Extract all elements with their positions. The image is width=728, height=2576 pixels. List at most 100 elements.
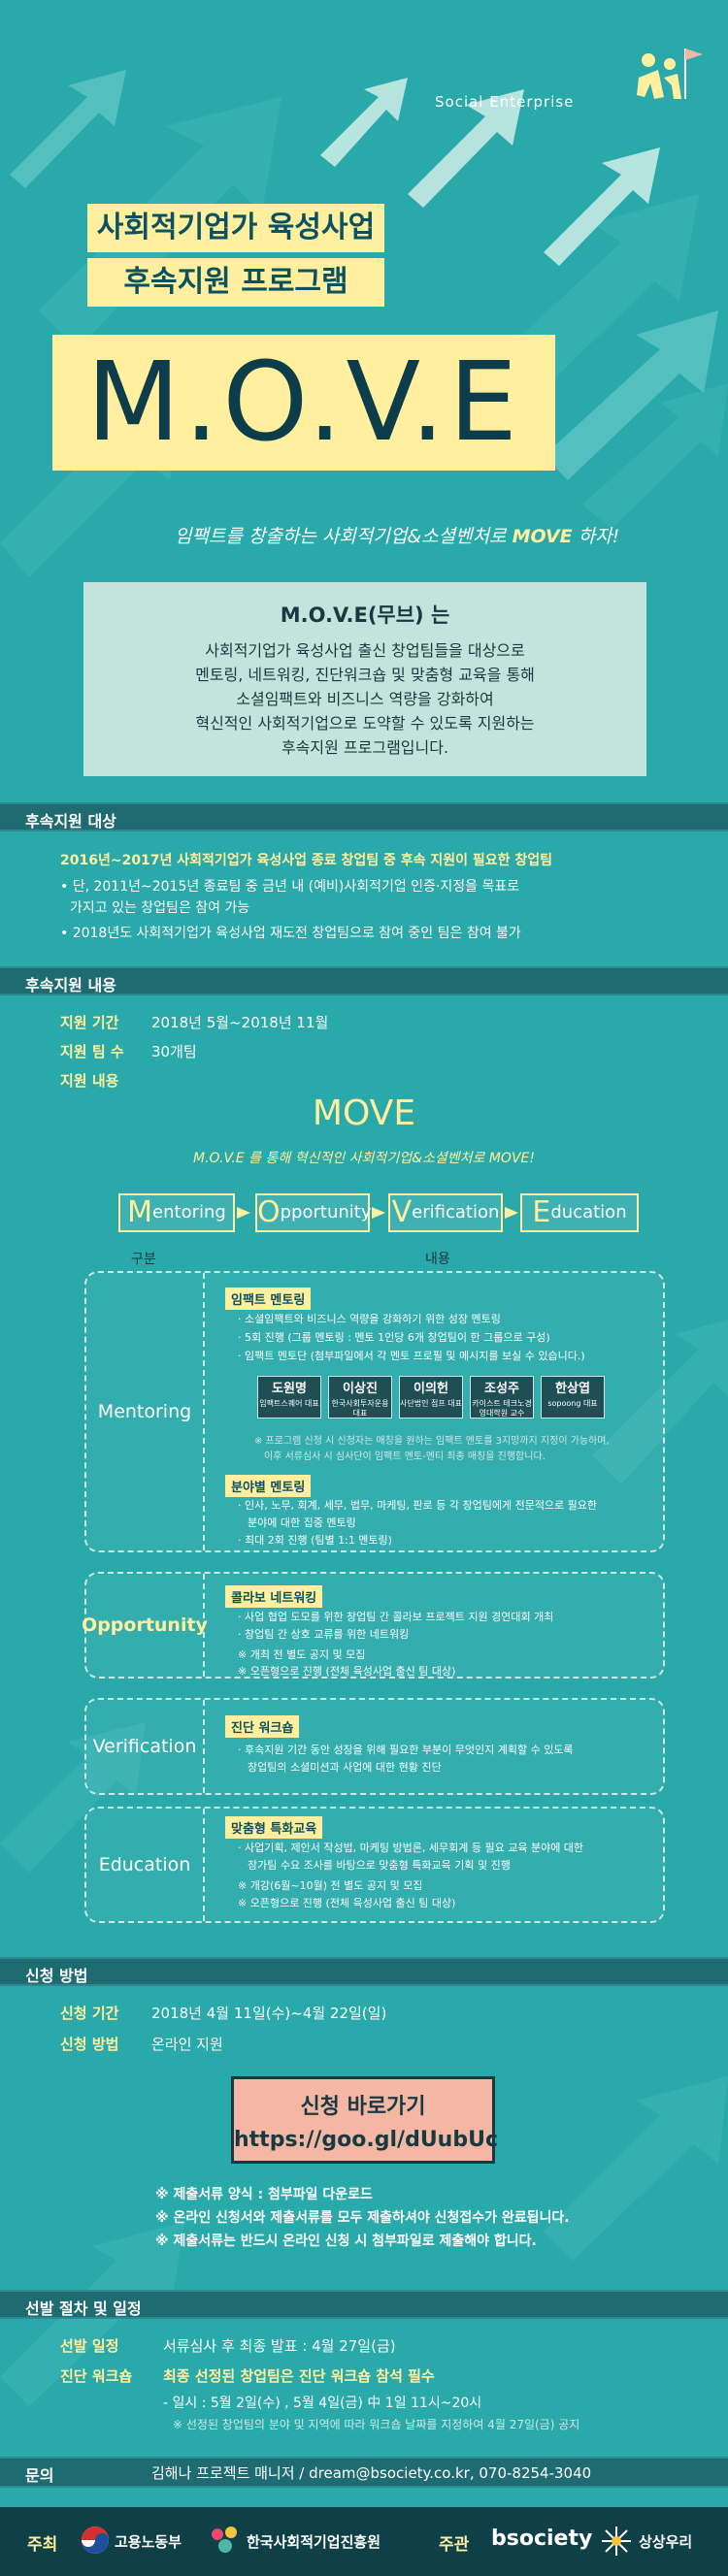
target-bullet-1: • 단, 2011년~2015년 종료팀 중 금년 내 (예비)사회적기업 인증… xyxy=(60,879,520,895)
section-title: 신청 방법 xyxy=(25,1967,88,1985)
box-rest: ducation xyxy=(550,1202,627,1223)
apply-note: ※ 제출서류 양식 : 첨부파일 다운로드 xyxy=(155,2187,373,2202)
org-moel: 고용노동부 xyxy=(115,2533,182,2551)
intro-title: M.O.V.E(무브) 는 xyxy=(280,603,450,627)
verification-line: 창업팀의 소셜미션과 사업에 대한 현황 진단 xyxy=(248,1761,442,1774)
tag-impact-mentoring: 임팩트 멘토링 xyxy=(225,1288,312,1310)
inquiry-value: 김해나 프로젝트 매니저 / dream@bsociety.co.kr, 070… xyxy=(151,2464,592,2482)
panel-label: Mentoring xyxy=(86,1273,205,1550)
tag-diagnosis-workshop: 진단 워크숍 xyxy=(225,1715,300,1738)
box-verification: Verification xyxy=(388,1193,503,1232)
box-initial: V xyxy=(391,1195,413,1229)
mentor-desc: 임팩트스퀘어 대표 xyxy=(259,1399,319,1408)
box-connector-arrows xyxy=(237,1207,518,1219)
kosea-logo-icon xyxy=(212,2527,237,2553)
box-education: Education xyxy=(520,1193,639,1232)
host-label: 주최 xyxy=(27,2535,58,2555)
org-sangsangwoori: 상상우리 xyxy=(639,2533,693,2551)
tag-custom-education: 맞춤형 특화교육 xyxy=(225,1816,323,1839)
panel-opportunity: Opportunity xyxy=(82,1572,665,1679)
field-line: · 최대 2회 진행 (팀별 1:1 멘토링) xyxy=(238,1534,392,1547)
intro-line: 혁신적인 사회적기업으로 도약할 수 있도록 지원하는 xyxy=(195,714,535,733)
target-highlight: 2016년~2017년 사회적기업가 육성사업 종료 창업팀 중 후속 지원이 … xyxy=(60,853,553,868)
impact-note: ※ 프로그램 신청 시 신청자는 매칭을 원하는 임팩트 멘토를 3지망까지 지… xyxy=(254,1436,610,1447)
apply-period-value: 2018년 4월 11일(수)~4월 22일(일) xyxy=(151,2005,387,2022)
footer: 주최 고용노동부 한국사회적기업진흥원 주관 bsociety 상상우리 xyxy=(0,2507,728,2576)
intro-line: 멘토링, 네트워킹, 진단워크숍 및 맞춤형 교육을 통해 xyxy=(195,666,535,684)
mentor-desc: 카이스트 테크노경영대학원 교수 xyxy=(472,1399,532,1418)
section-title: 후속지원 대상 xyxy=(25,812,116,831)
move-diagram-subtitle: M.O.V.E 를 통해 혁신적인 사회적기업&소셜벤처로 MOVE! xyxy=(193,1151,535,1166)
col-category: 구분 xyxy=(131,1252,156,1267)
program-name: M.O.V.E xyxy=(86,340,521,466)
target-bullet-2: • 2018년도 사회적기업가 육성사업 재도전 창업팀으로 참여 중인 팀은 … xyxy=(60,926,521,941)
box-initial: M xyxy=(127,1195,153,1229)
apply-method-label: 신청 방법 xyxy=(60,2036,119,2053)
opportunity-line: · 창업팀 간 상호 교류를 위한 네트워킹 xyxy=(238,1628,410,1641)
section-header-apply: 신청 방법 xyxy=(0,1957,728,1986)
slogan-suffix: 하자! xyxy=(572,526,620,547)
col-content: 내용 xyxy=(425,1252,450,1267)
intro-line: 사회적기업가 육성사업 출신 창업팀들을 대상으로 xyxy=(205,641,525,660)
workshop-label: 진단 워크숍 xyxy=(60,2367,133,2385)
moel-logo-icon xyxy=(82,2527,109,2554)
details-label: 지원 내용 xyxy=(60,1072,119,1090)
workshop-note: ※ 선정된 창업팀의 분야 및 지역에 따라 워크숍 날짜를 지정하여 4월 2… xyxy=(173,2418,580,2431)
title-line-2: 후속지원 프로그램 xyxy=(87,258,384,307)
mentor-name: 이의헌 xyxy=(414,1382,448,1396)
opportunity-line: · 사업 협업 도모를 위한 창업팀 간 콜라보 프로젝트 지원 경연대회 개최 xyxy=(238,1611,554,1623)
panel-label: Education xyxy=(86,1809,205,1921)
org-kosea: 한국사회적기업진흥원 xyxy=(247,2533,381,2551)
teams-label: 지원 팀 수 xyxy=(60,1043,124,1060)
verification-line: · 후속지원 기간 동안 성장을 위해 필요한 부분이 무엇인지 계획할 수 있… xyxy=(238,1744,574,1756)
education-line: · 사업기획, 제안서 작성법, 마케팅 방법론, 세무회계 등 필요 교육 분… xyxy=(238,1842,584,1854)
box-mentoring: Mentoring xyxy=(118,1193,235,1232)
section-title: 후속지원 내용 xyxy=(25,976,116,995)
impact-line: · 소셜임팩트와 비즈니스 역량을 강화하기 위한 성장 멘토링 xyxy=(238,1313,501,1325)
tag-collab-networking: 콜라보 네트워킹 xyxy=(225,1585,323,1608)
mentor-name: 도원명 xyxy=(272,1382,307,1396)
move-banner xyxy=(52,335,555,471)
period-value: 2018년 5월~2018년 11월 xyxy=(151,1014,329,1031)
mentor-name: 한상엽 xyxy=(555,1382,590,1396)
apply-note: ※ 온라인 신청서와 제출서류를 모두 제출하셔야 신청접수가 완료됩니다. xyxy=(155,2210,570,2226)
box-opportunity: Opportunity xyxy=(255,1193,372,1232)
mentor-desc: sopoong 대표 xyxy=(547,1399,598,1408)
education-note: ※ 개강(6월~10월) 전 별도 공지 및 모집 xyxy=(238,1879,423,1892)
apply-button-label: 신청 바로가기 xyxy=(300,2095,426,2119)
mentor-card: 한상엽 sopoong 대표 xyxy=(541,1376,605,1418)
intro-box: M.O.V.E(무브) 는 사회적기업가 육성사업 출신 창업팀들을 대상으로 … xyxy=(83,582,646,776)
impact-line: · 임팩트 멘토단 (첨부파일에서 각 멘토 프로필 및 메시지를 보실 수 있… xyxy=(238,1350,585,1362)
schedule-label: 선발 일정 xyxy=(60,2337,119,2355)
org-bsociety: bsociety xyxy=(491,2527,593,2551)
mentor-desc: 사단법인 점프 대표 xyxy=(400,1399,462,1408)
panel-education: Education xyxy=(84,1807,665,1923)
inquiry-label: 문의 xyxy=(25,2466,54,2485)
apply-period-label: 신청 기간 xyxy=(60,2005,119,2022)
impact-line: · 5회 진행 (그룹 멘토링 : 멘토 1인당 6개 창업팀이 한 그룹으로 … xyxy=(238,1331,550,1344)
workshop-value: 최종 선정된 창업팀은 진단 워크숍 참석 필수 xyxy=(163,2367,435,2385)
panel-verification: Verification xyxy=(84,1698,665,1795)
target-bullet-1-cont: 가지고 있는 창업팀은 참여 가능 xyxy=(70,900,250,916)
apply-method-value: 온라인 지원 xyxy=(151,2036,223,2053)
move-diagram-title: MOVE xyxy=(312,1093,416,1133)
section-header-selection: 선발 절차 및 일정 xyxy=(0,2290,728,2319)
education-note: ※ 오픈형으로 진행 (전체 육성사업 출신 팀 대상) xyxy=(238,1897,456,1909)
box-rest: erification xyxy=(412,1202,500,1223)
field-line: · 인사, 노무, 회계, 세무, 법무, 마케팅, 판로 등 각 창업팀에게 … xyxy=(238,1499,598,1512)
apply-button-url: https://goo.gl/dUubUc xyxy=(234,2128,498,2152)
section-inquiry: 문의 xyxy=(0,2457,728,2488)
title-line-1: 사회적기업가 육성사업 xyxy=(87,204,384,252)
box-rest: pportunity xyxy=(280,1202,372,1223)
field-line: 분야에 대한 집중 멘토링 xyxy=(248,1516,356,1529)
intro-line: 후속지원 프로그램입니다. xyxy=(281,738,449,757)
social-enterprise-label: Social Enterprise xyxy=(435,93,575,111)
apply-link-button[interactable]: 신청 바로가기 https://goo.gl/dUubUc xyxy=(231,2076,498,2164)
workshop-dates: - 일시 : 5월 2일(수) , 5월 4일(금) 中 1일 11시~20시 xyxy=(163,2396,482,2411)
opportunity-note: ※ 오픈형으로 진행 (전체 육성사업 출신 팀 대상) xyxy=(238,1665,456,1678)
intro-line: 소셜임팩트와 비즈니스 역량을 강화하여 xyxy=(236,690,494,708)
